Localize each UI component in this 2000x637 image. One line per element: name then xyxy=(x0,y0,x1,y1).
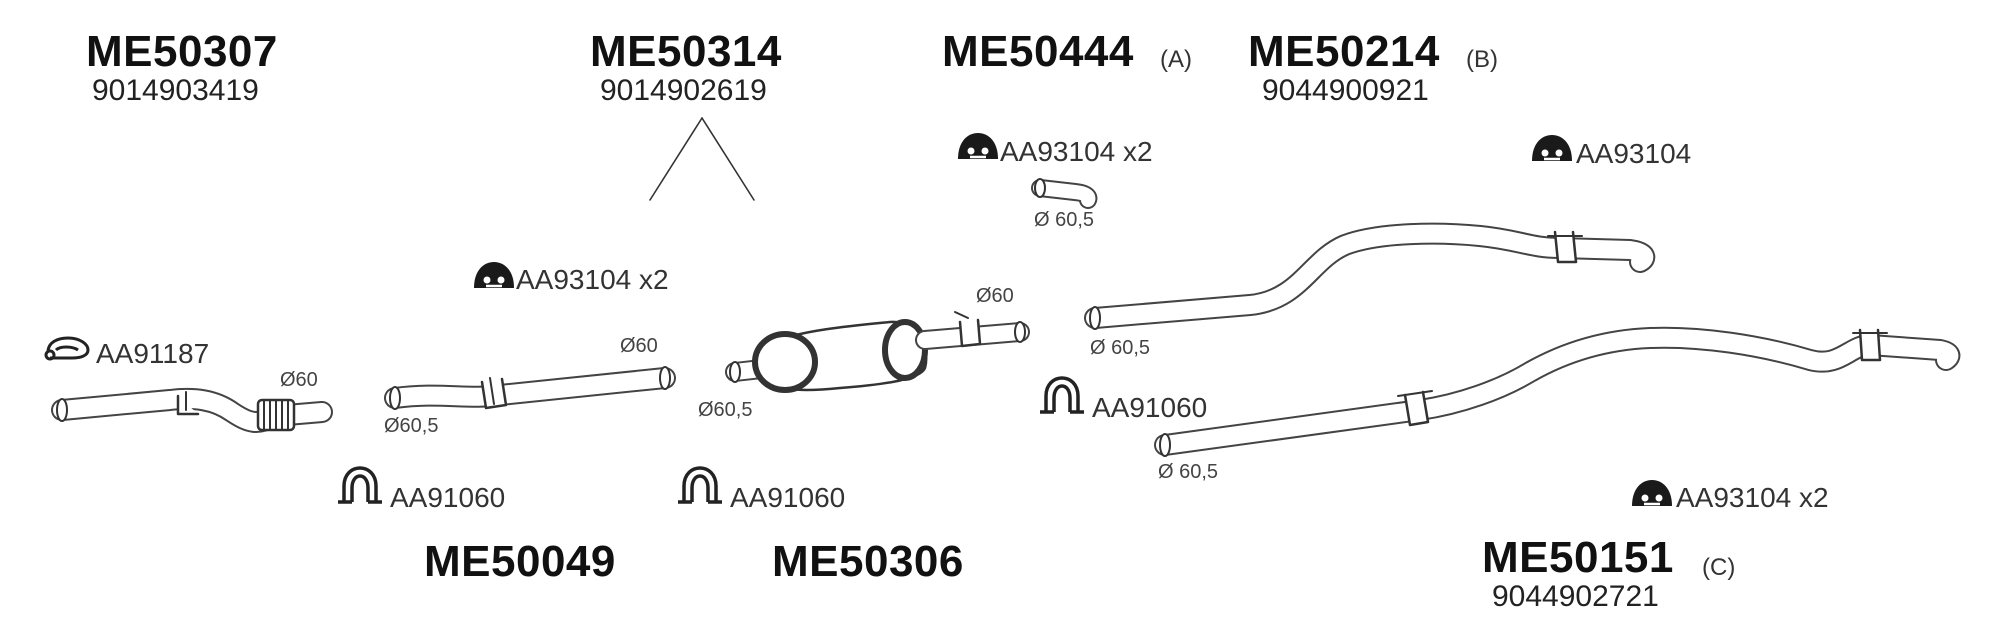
part-code-me50214: ME50214 xyxy=(1248,27,1440,76)
diameter-label: Ø60,5 xyxy=(384,415,439,437)
part-code-me50306: ME50306 xyxy=(772,537,964,586)
middle-muffler xyxy=(725,311,1030,393)
mounting-ring-icon xyxy=(44,336,90,361)
diameter-label: Ø 60,5 xyxy=(1090,337,1151,359)
part-ref-me50307: 9014903419 xyxy=(92,74,259,107)
part-suffix-me50444: (A) xyxy=(1160,46,1192,73)
part-ref-me50314: 9014902619 xyxy=(600,74,767,107)
part-code-me50444: ME50444 xyxy=(942,27,1134,76)
accessory-label-aa91187: AA91187 xyxy=(96,338,210,369)
diameter-label: Ø60 xyxy=(280,369,318,391)
front-pipe xyxy=(51,387,333,433)
rubber-hanger-icon xyxy=(474,262,514,288)
part-ref-me50214: 9044900921 xyxy=(1262,74,1429,107)
connector-pipe xyxy=(1031,178,1098,209)
accessory-label-aa91060: AA91060 xyxy=(730,482,846,513)
upper-tail-pipe xyxy=(1084,222,1656,330)
accessory-label-aa91060: AA91060 xyxy=(1092,392,1208,423)
part-suffix-me50214: (B) xyxy=(1466,46,1498,73)
diameter-label: Ø60 xyxy=(620,335,658,357)
accessory-label-aa91060: AA91060 xyxy=(390,482,506,513)
diameter-label: Ø60 xyxy=(976,285,1014,307)
part-code-me50314: ME50314 xyxy=(590,27,782,76)
part-code-me50307: ME50307 xyxy=(86,27,278,76)
accessory-label-aa93104: AA93104 xyxy=(1576,138,1692,169)
part-ref-me50151: 9044902721 xyxy=(1492,580,1659,613)
part-code-me50049: ME50049 xyxy=(424,537,616,586)
rubber-hanger-icon xyxy=(1532,135,1572,161)
part-code-me50151: ME50151 xyxy=(1482,533,1674,582)
exhaust-clamp-icon xyxy=(338,466,382,504)
accessory-label-aa93104-x2: AA93104 x2 xyxy=(516,264,669,295)
intermediate-pipe xyxy=(384,366,676,410)
diameter-label: Ø 60,5 xyxy=(1158,461,1219,483)
accessory-label-aa93104-x2: AA93104 x2 xyxy=(1676,482,1829,513)
exhaust-clamp-icon xyxy=(1040,376,1084,414)
rubber-hanger-icon xyxy=(958,133,998,159)
accessory-label-aa93104-x2: AA93104 x2 xyxy=(1000,136,1153,167)
rubber-hanger-icon xyxy=(1632,480,1672,506)
callout-bracket xyxy=(649,117,755,201)
diameter-label: Ø 60,5 xyxy=(1034,209,1095,231)
diameter-label: Ø60,5 xyxy=(698,399,753,421)
part-suffix-me50151: (C) xyxy=(1702,554,1736,581)
lower-tail-pipe xyxy=(1154,326,1961,457)
exhaust-clamp-icon xyxy=(678,466,722,504)
